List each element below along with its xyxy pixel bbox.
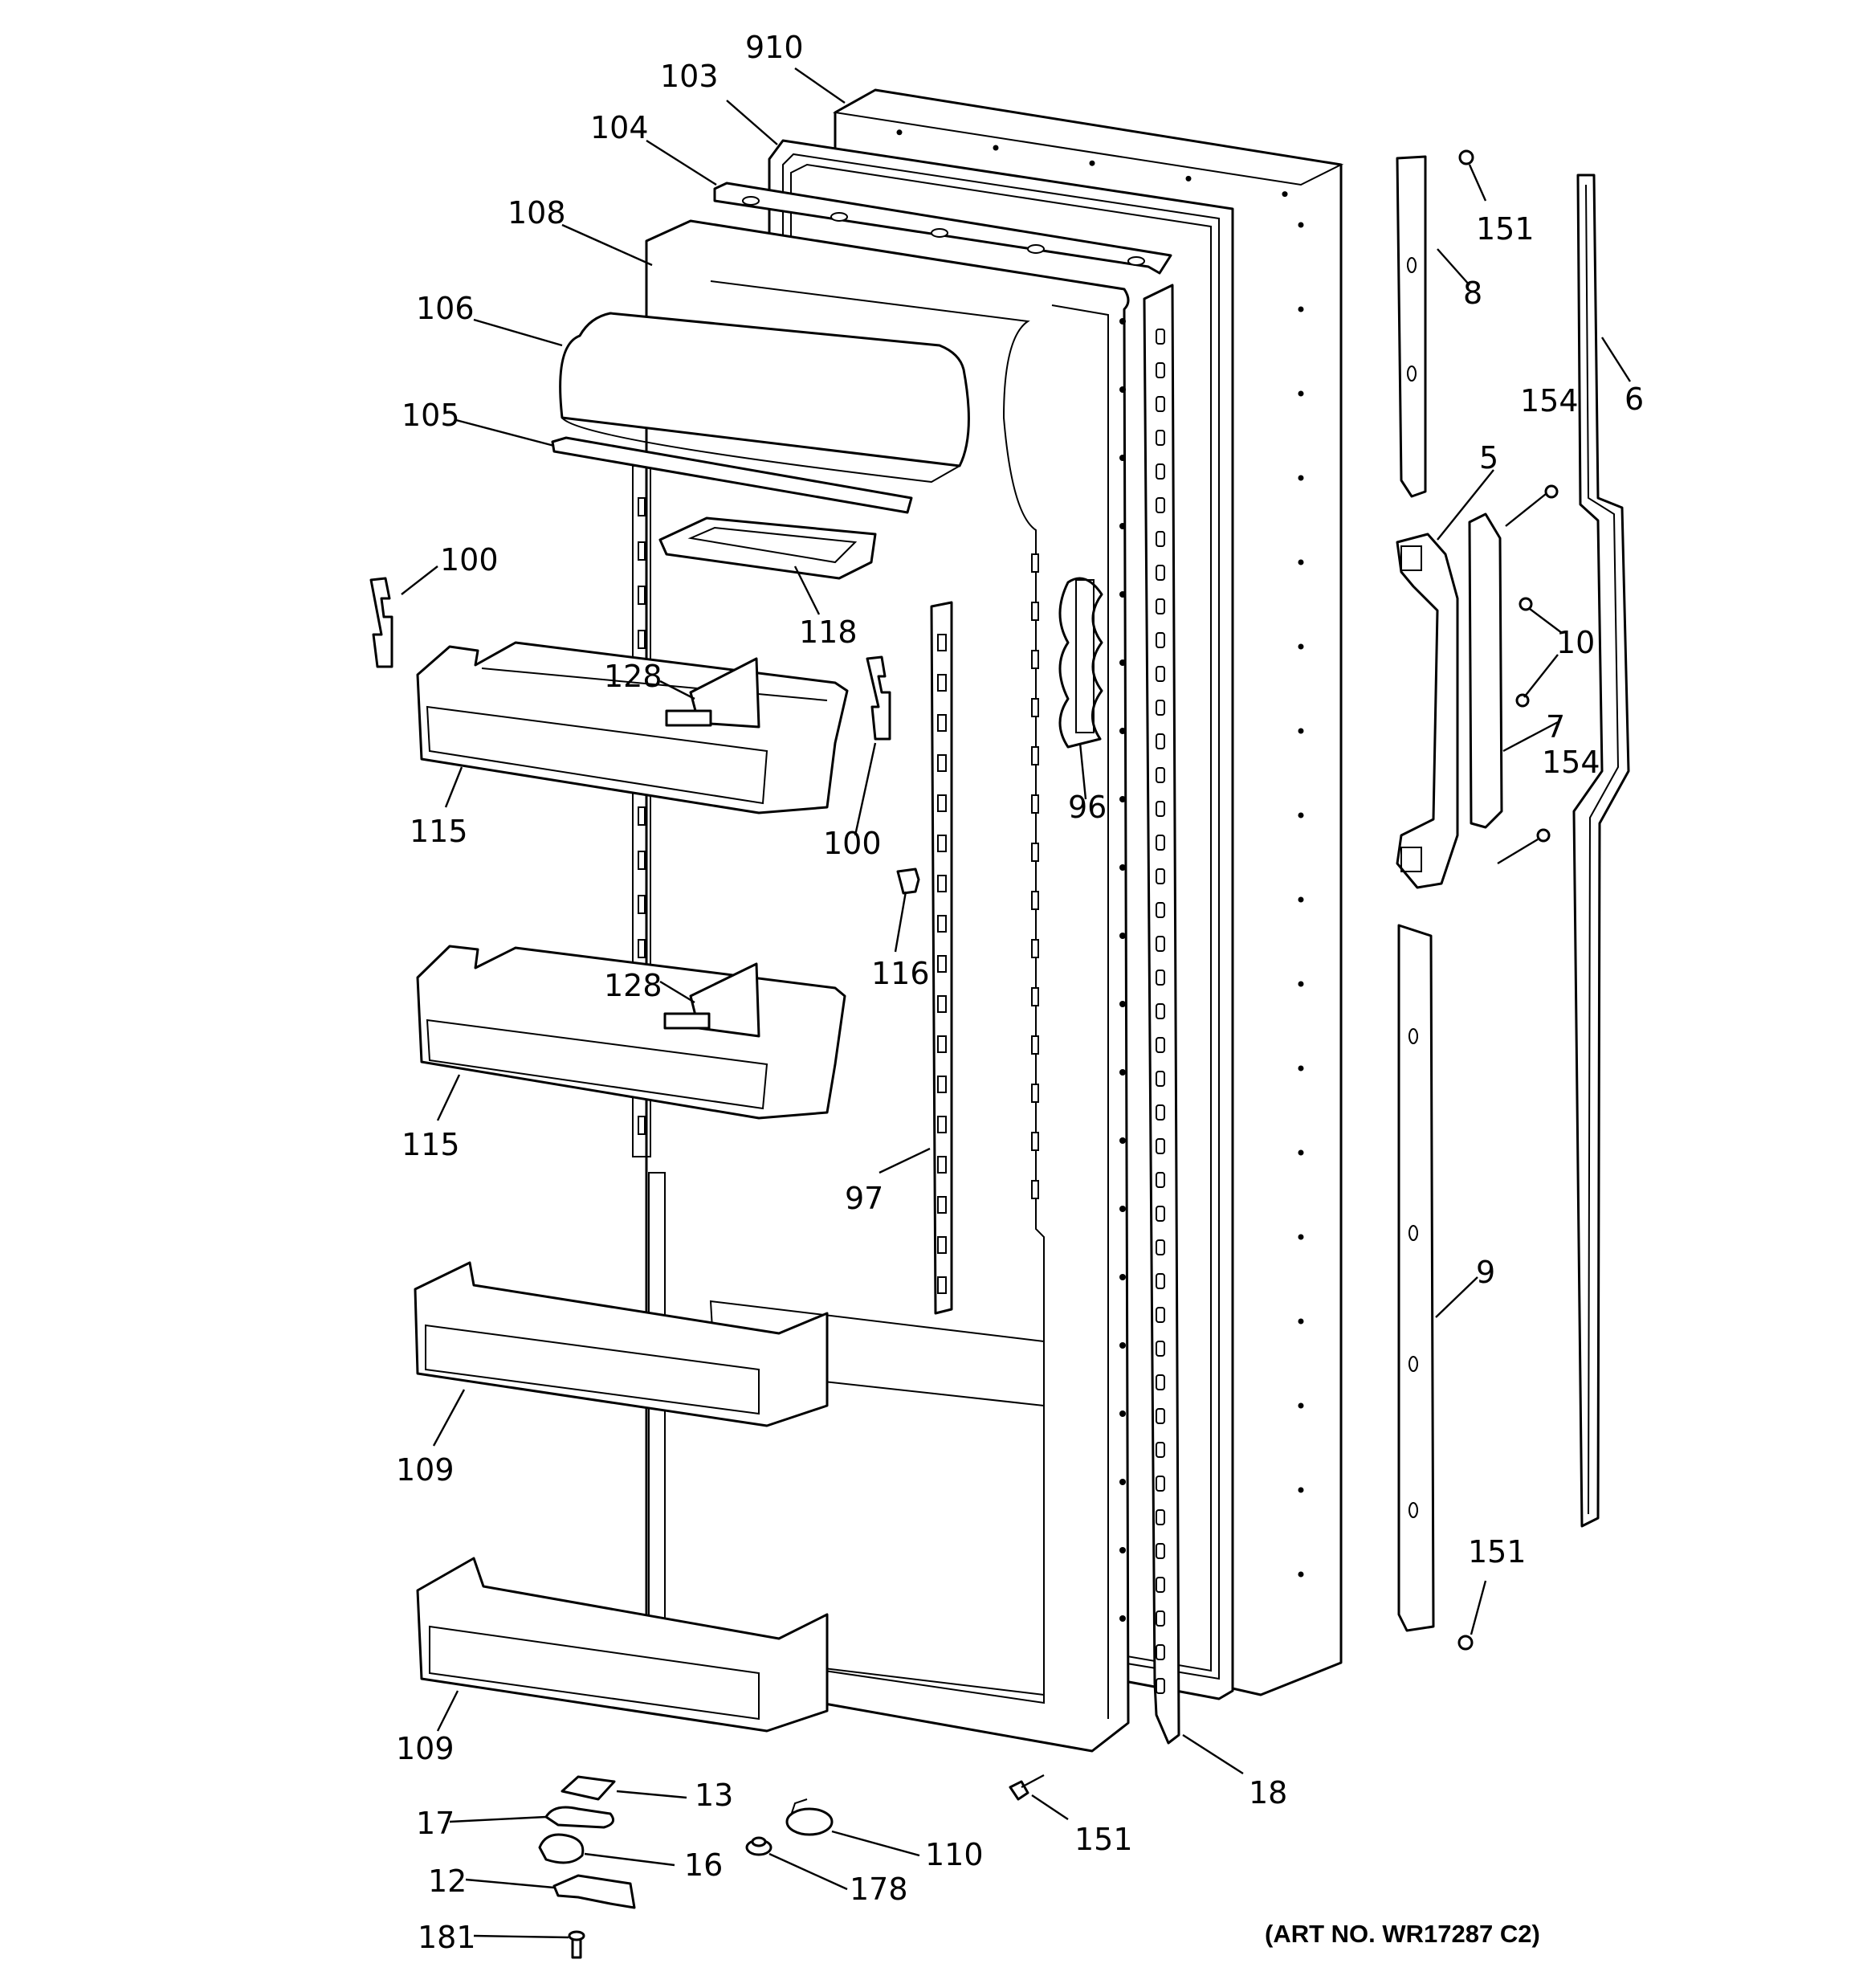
screws-10 — [1515, 597, 1533, 708]
grommet-178 — [745, 1836, 773, 1856]
screw-151-bottom — [1009, 1774, 1045, 1801]
callout-110: 110 — [925, 1837, 984, 1872]
hinge-12 — [552, 1874, 636, 1909]
callout-151-lower: 151 — [1468, 1534, 1527, 1570]
callout-118: 118 — [799, 614, 858, 650]
handle-trim-7 — [1468, 512, 1503, 829]
screw-181 — [568, 1930, 585, 1959]
callout-115-upper: 115 — [410, 814, 468, 849]
callout-96: 96 — [1068, 790, 1107, 825]
callout-97: 97 — [845, 1181, 883, 1216]
callout-109-upper: 109 — [396, 1452, 455, 1488]
callout-100-left: 100 — [440, 542, 499, 578]
callout-5: 5 — [1479, 440, 1498, 476]
callout-109-lower: 109 — [396, 1731, 455, 1766]
callout-17: 17 — [416, 1806, 455, 1841]
callout-106: 106 — [416, 291, 475, 326]
callout-178: 178 — [850, 1872, 908, 1907]
trim-piece-8 — [1396, 155, 1427, 498]
callout-128-lower: 128 — [604, 968, 662, 1003]
handle-gasket-6 — [1572, 173, 1630, 1528]
screw-154-upper — [1505, 484, 1559, 527]
callout-108: 108 — [508, 195, 566, 231]
hinge-cam-16 — [538, 1833, 585, 1864]
callout-104: 104 — [590, 110, 649, 145]
small-tray — [658, 516, 877, 580]
callout-151-bottom: 151 — [1074, 1822, 1133, 1857]
dairy-door-trim-bar — [551, 436, 913, 514]
art-number: (ART NO. WR17287 C2) — [1265, 1920, 1540, 1948]
trim-piece-9 — [1397, 924, 1435, 1632]
callout-115-lower: 115 — [402, 1127, 460, 1162]
door-bin-lower — [414, 1261, 829, 1427]
callout-18: 18 — [1249, 1775, 1287, 1810]
callout-13: 13 — [695, 1778, 733, 1813]
shelf-rail-97 — [930, 601, 953, 1315]
door-bin-bottom — [416, 1557, 829, 1733]
callout-181: 181 — [418, 1920, 476, 1955]
callout-151-top: 151 — [1476, 211, 1535, 247]
hinge-shim-17 — [544, 1806, 615, 1829]
callout-8: 8 — [1463, 276, 1482, 311]
callout-labels: 910 103 104 108 106 105 100 118 128 115 … — [396, 30, 1644, 1955]
bin-bracket-left — [369, 577, 393, 668]
bin-bracket-right — [866, 655, 891, 741]
callout-12: 12 — [428, 1863, 467, 1899]
door-bin-middle — [416, 945, 846, 1120]
callout-116: 116 — [871, 956, 930, 991]
hinge-plate-13 — [561, 1775, 616, 1801]
callout-10: 10 — [1556, 625, 1595, 660]
callout-154-upper: 154 — [1520, 383, 1579, 418]
callout-16: 16 — [684, 1847, 723, 1883]
callout-6: 6 — [1625, 382, 1644, 417]
callout-128-upper: 128 — [604, 659, 662, 694]
side-hinge-strip — [1143, 284, 1180, 1745]
dairy-compartment-door — [559, 312, 970, 484]
leader-lines — [401, 67, 1632, 1939]
callout-9: 9 — [1476, 1255, 1495, 1290]
callout-7: 7 — [1546, 709, 1565, 745]
callout-100-right: 100 — [823, 826, 882, 861]
door-bin-upper — [416, 641, 849, 814]
plug-110 — [785, 1798, 834, 1836]
callout-103: 103 — [660, 59, 719, 94]
clip — [896, 867, 920, 895]
top-trim-strip — [713, 182, 1172, 275]
callout-910: 910 — [745, 30, 804, 65]
callout-105: 105 — [402, 398, 460, 433]
shelf-rail-96 — [1058, 577, 1103, 749]
screw-154-lower — [1497, 828, 1551, 865]
screw-151-lower — [1457, 1635, 1474, 1651]
callout-154-lower: 154 — [1542, 745, 1600, 780]
door-handle — [1396, 533, 1459, 889]
screw-151-top — [1458, 149, 1474, 165]
